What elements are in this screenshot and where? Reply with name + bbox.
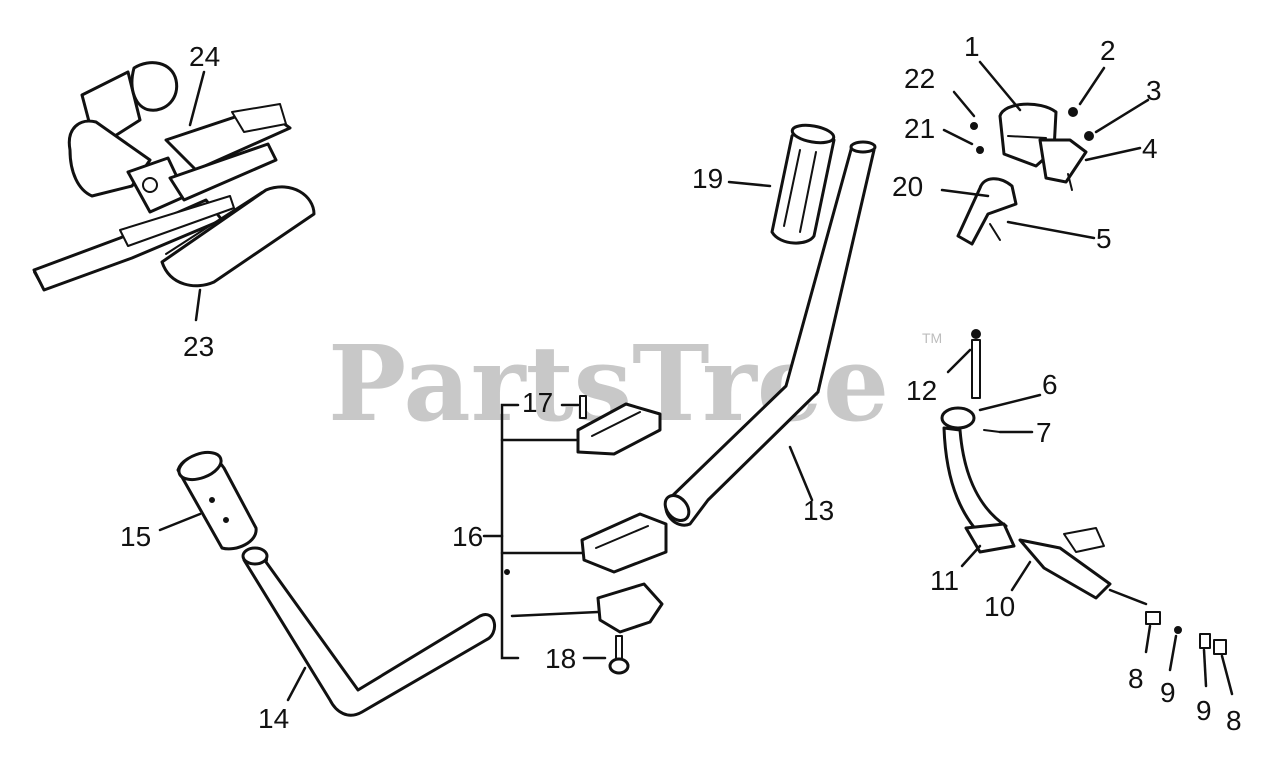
callout-1: 1 [964,31,980,62]
handle-tube-13 [663,140,877,527]
callout-16: 16 [452,521,483,552]
callout-14: 14 [258,703,289,734]
harness-assembly [32,61,316,292]
cable-assembly [940,329,1227,655]
callout-11: 11 [930,565,959,596]
throttle-assembly [956,102,1094,246]
callout-23: 23 [183,331,214,362]
callout-24: 24 [189,41,220,72]
callout-labels: 24 23 19 13 15 16 17 18 14 1 2 3 4 5 22 … [120,31,1242,736]
callout-2: 2 [1100,35,1116,66]
callout-6: 6 [1042,369,1058,400]
callout-22: 22 [904,63,935,94]
grip-15 [176,450,258,551]
callout-7: 7 [1036,417,1052,448]
watermark-trademark: TM [922,330,942,346]
callout-18: 18 [545,643,576,674]
callout-8-left: 8 [1128,663,1144,694]
callout-20: 20 [892,171,923,202]
callout-21: 21 [904,113,935,144]
callout-3: 3 [1146,75,1162,106]
grip-19 [770,123,836,245]
callout-13: 13 [803,495,834,526]
callout-10: 10 [984,591,1015,622]
leader-lines [158,60,1234,702]
handle-tube-14 [241,546,496,717]
clamp-set-16 [500,395,668,675]
callout-17: 17 [522,387,553,418]
callout-12: 12 [906,375,937,406]
callout-5: 5 [1096,223,1112,254]
callout-9-left: 9 [1160,677,1176,708]
callout-4: 4 [1142,133,1158,164]
callout-19: 19 [692,163,723,194]
callout-15: 15 [120,521,151,552]
callout-9-right: 9 [1196,695,1212,726]
callout-8-right: 8 [1226,705,1242,736]
